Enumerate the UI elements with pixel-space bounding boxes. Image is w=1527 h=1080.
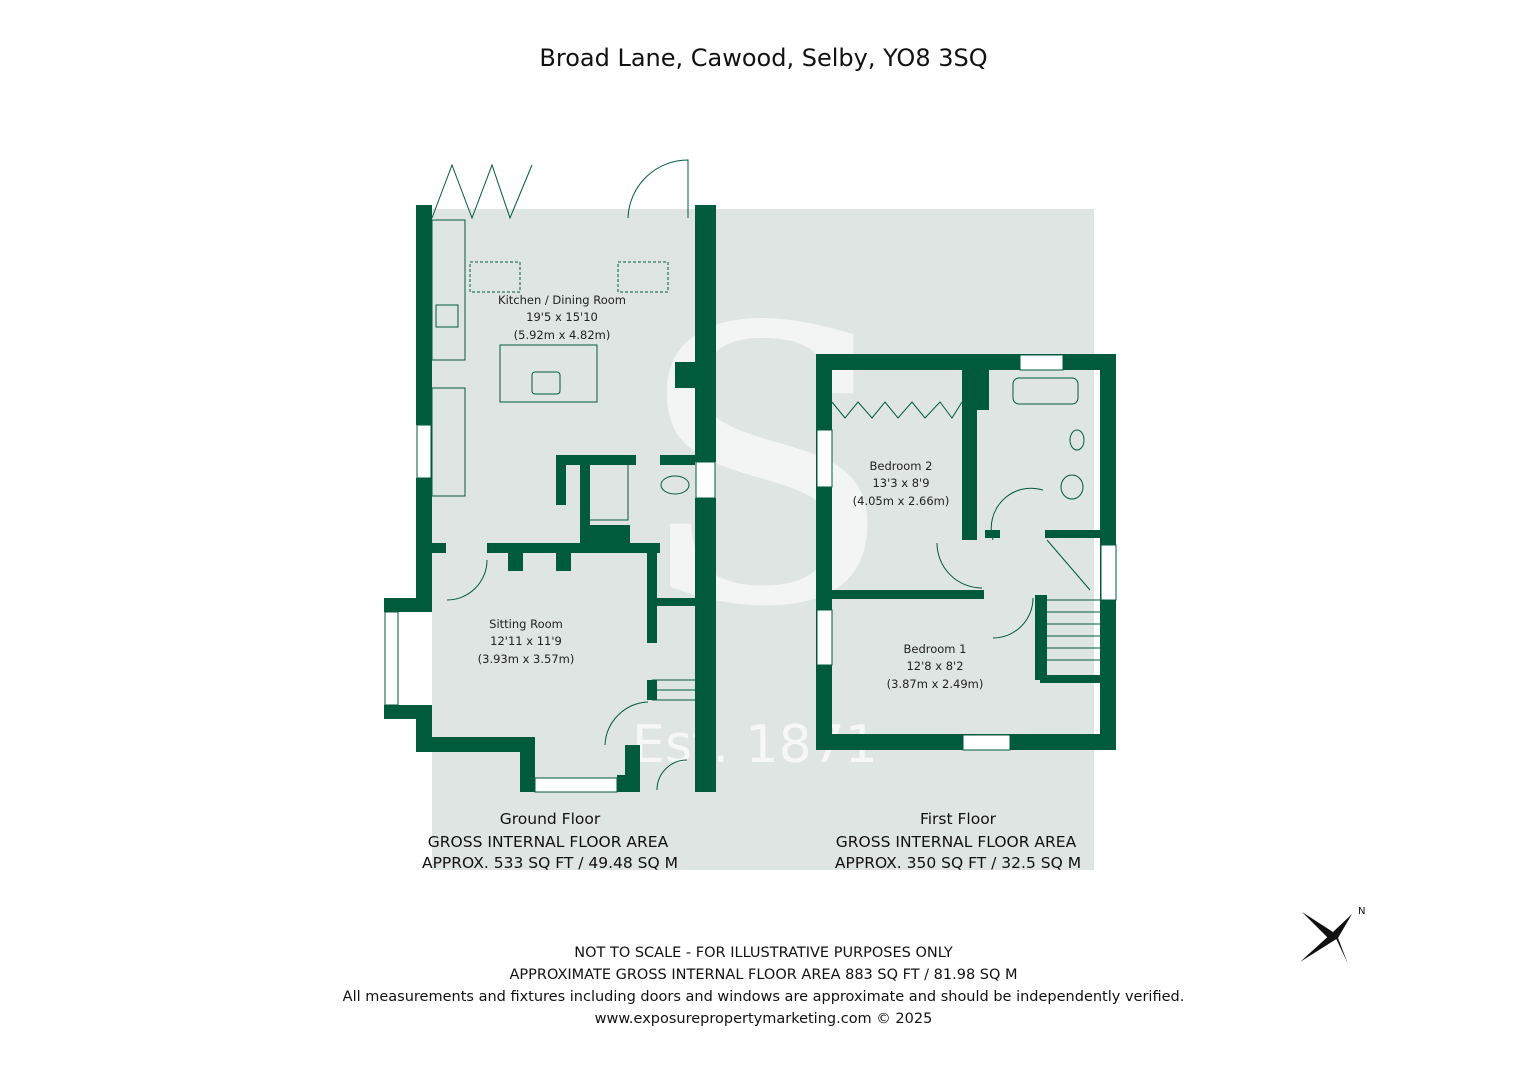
stairs	[652, 679, 695, 701]
footer-line: All measurements and fixtures including …	[342, 989, 1185, 1005]
property-address-title: Broad Lane, Cawood, Selby, YO8 3SQ	[539, 44, 988, 72]
ground-floor-fixtures	[431, 159, 695, 791]
ground-floor-plan	[384, 205, 716, 792]
toilet-icon	[660, 475, 690, 495]
room-name: Bedroom 2	[870, 459, 933, 473]
sink-icon	[531, 371, 561, 395]
ground-floor-room-labels: Kitchen / Dining Room 19'5 x 15'10 (5.92…	[478, 293, 626, 666]
skylight	[617, 261, 669, 293]
first-floor-area: APPROX. 350 SQ FT / 32.5 SQ M	[835, 854, 1081, 872]
ground-floor-area: APPROX. 533 SQ FT / 49.48 SQ M	[422, 854, 678, 872]
ground-floor-windows	[384, 424, 716, 793]
kitchen-counter	[431, 387, 466, 497]
shower-tray	[585, 461, 629, 521]
kitchen-counter	[431, 219, 466, 361]
door-arc	[992, 597, 1034, 639]
bath-icon	[1012, 377, 1079, 405]
door-arc	[936, 542, 983, 589]
first-floor-room-labels: Bedroom 2 13'3 x 8'9 (4.05m x 2.66m) Bed…	[853, 459, 984, 691]
footer-disclaimer: NOT TO SCALE - FOR ILLUSTRATIVE PURPOSES…	[0, 942, 1527, 1030]
watermark-logo: S	[635, 247, 895, 690]
footer-line: NOT TO SCALE - FOR ILLUSTRATIVE PURPOSES…	[574, 945, 953, 961]
door-arc	[627, 159, 689, 219]
bifold-door	[431, 163, 533, 220]
kitchen-island	[499, 344, 598, 403]
first-floor-area-title: GROSS INTERNAL FLOOR AREA	[836, 833, 1077, 851]
hob-icon	[435, 304, 459, 328]
stairs	[1046, 539, 1100, 661]
footer-website: www.exposurepropertymarketing.com © 2025	[594, 1011, 933, 1027]
room-dimensions-imperial: 13'3 x 8'9	[872, 476, 929, 490]
room-name: Kitchen / Dining Room	[498, 293, 626, 307]
footer-line: APPROXIMATE GROSS INTERNAL FLOOR AREA 88…	[509, 967, 1018, 983]
door-arc	[604, 701, 649, 746]
toilet-icon	[1060, 474, 1084, 500]
wardrobe-doors	[831, 401, 963, 419]
room-dimensions-metric: (4.05m x 2.66m)	[853, 494, 950, 508]
ground-floor-area-title: GROSS INTERNAL FLOOR AREA	[428, 833, 669, 851]
first-floor-plan	[816, 354, 1116, 750]
skylight	[469, 261, 521, 293]
first-floor-fixtures	[831, 377, 1100, 661]
ground-floor-label: Ground Floor	[500, 810, 601, 828]
door-arc	[990, 487, 1044, 541]
door-arc	[446, 559, 488, 601]
compass-north-label: N	[1358, 906, 1365, 917]
first-floor-windows	[816, 354, 1117, 751]
room-dimensions-metric: (3.87m x 2.49m)	[887, 677, 984, 691]
room-dimensions-imperial: 12'8 x 8'2	[906, 659, 963, 673]
first-floor-label: First Floor	[920, 810, 997, 828]
room-name: Sitting Room	[489, 617, 563, 631]
room-dimensions-metric: (3.93m x 3.57m)	[478, 652, 575, 666]
basin-icon	[1069, 429, 1085, 451]
room-name: Bedroom 1	[904, 642, 967, 656]
compass-north-icon: N	[1300, 906, 1365, 964]
room-dimensions-imperial: 12'11 x 11'9	[490, 634, 562, 648]
room-dimensions-metric: (5.92m x 4.82m)	[514, 328, 611, 342]
room-dimensions-imperial: 19'5 x 15'10	[526, 310, 598, 324]
floor-area-labels: Ground Floor GROSS INTERNAL FLOOR AREA A…	[422, 810, 1081, 872]
door-arc	[656, 759, 688, 791]
floor-plan-background	[432, 209, 1094, 870]
